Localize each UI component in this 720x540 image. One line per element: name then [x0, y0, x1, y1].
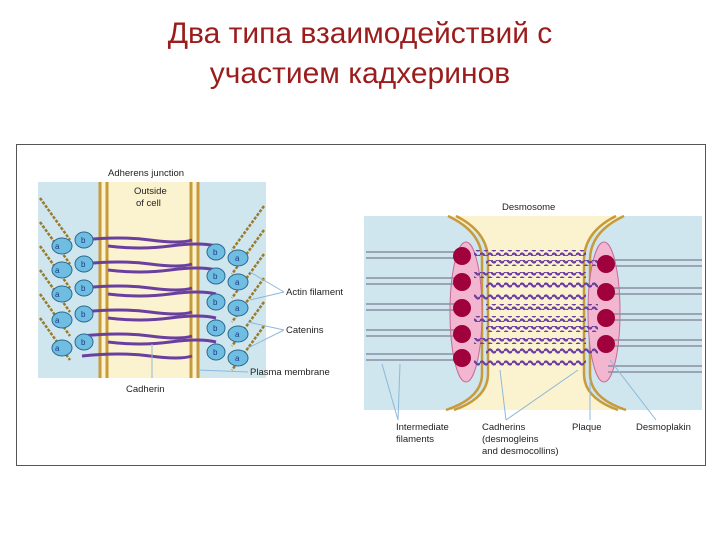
- actin-filament-label: Actin filament: [286, 287, 343, 298]
- desmoplakin-label: Desmoplakin: [636, 422, 691, 433]
- catenin-b-label: b: [81, 284, 86, 293]
- catenin-b-label: b: [81, 260, 86, 269]
- catenins-right-cell: [206, 243, 249, 367]
- catenin-a-label: a: [55, 290, 60, 299]
- leader-lines-right: [381, 359, 657, 421]
- catenin-b-label: b: [81, 338, 86, 347]
- adherens-junction-heading: Adherens junction: [108, 168, 184, 179]
- desmoplakin-right: [597, 255, 615, 353]
- catenin-a-label: a: [235, 330, 240, 339]
- cadherin-left: [81, 236, 217, 360]
- catenin-a-label: a: [235, 278, 240, 287]
- desmosome-panel: Desmosome Intermediate filaments Cadheri…: [364, 202, 702, 457]
- slide-title-line1: Два типа взаимодействий с: [167, 17, 553, 50]
- catenin-a-label: a: [235, 304, 240, 313]
- adherens-junction-panel: a b a b a b a b a b b a b a b a b a b a …: [38, 168, 343, 395]
- extracellular-space-left: [100, 182, 198, 378]
- intermediate-filaments-label-line2: filaments: [396, 434, 434, 445]
- catenin-b-label: b: [213, 324, 218, 333]
- catenin-letters: a b a b a b a b a b b a b a b a b a b a: [55, 236, 240, 363]
- catenin-a-label: a: [55, 266, 60, 275]
- intermediate-filaments-left: [366, 251, 462, 361]
- cadherins-label-line3: and desmocollins): [482, 446, 559, 457]
- catenin-a-label: a: [55, 316, 60, 325]
- intermediate-filaments-right: [608, 259, 702, 373]
- slide-title: Два типа взаимодействий с участием кадхе…: [0, 14, 720, 94]
- slide-title-line2: участием кадхеринов: [209, 57, 511, 90]
- catenin-b-label: b: [81, 310, 86, 319]
- outside-of-cell-line2: of cell: [136, 198, 161, 209]
- catenin-b-label: b: [213, 272, 218, 281]
- cadherins-label-line1: Cadherins: [482, 422, 526, 433]
- catenin-a-label: a: [55, 344, 60, 353]
- leader-lines-left: [151, 271, 285, 378]
- plasma-membrane-label: Plasma membrane: [250, 367, 330, 378]
- desmosomal-cadherins: [474, 250, 598, 366]
- plasma-membrane-left: [98, 182, 200, 378]
- cadherin-label: Cadherin: [126, 384, 165, 395]
- catenin-b-label: b: [81, 236, 86, 245]
- catenins-label: Catenins: [286, 325, 324, 336]
- intermediate-filaments-label-line1: Intermediate: [396, 422, 449, 433]
- catenin-a-label: a: [235, 254, 240, 263]
- catenin-b-label: b: [213, 348, 218, 357]
- catenins-left-cell: [51, 231, 94, 357]
- cadherins-label-line2: (desmogleins: [482, 434, 539, 445]
- desmosome-heading: Desmosome: [502, 202, 555, 213]
- desmoplakin-left: [453, 247, 471, 367]
- outside-of-cell-line1: Outside: [134, 186, 167, 197]
- catenin-a-label: a: [55, 242, 60, 251]
- plaque-label: Plaque: [572, 422, 602, 433]
- catenin-b-label: b: [213, 298, 218, 307]
- catenin-a-label: a: [235, 354, 240, 363]
- catenin-b-label: b: [213, 248, 218, 257]
